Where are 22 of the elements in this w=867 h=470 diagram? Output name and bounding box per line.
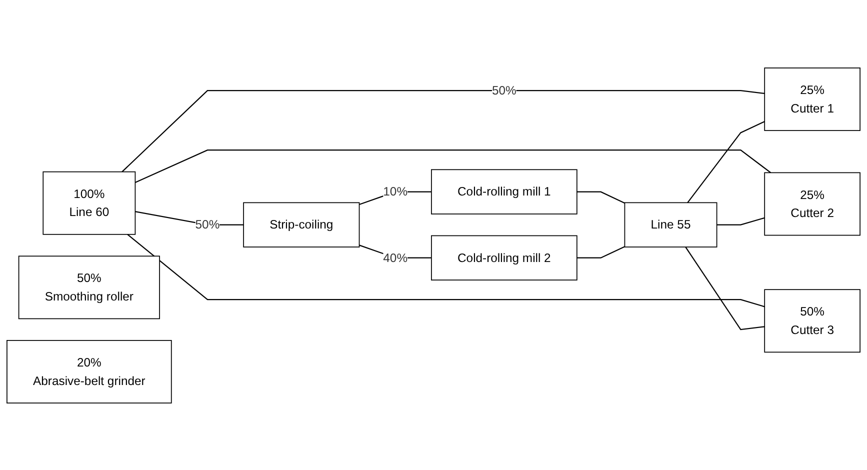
node-box: Line 55 xyxy=(624,202,718,247)
connector xyxy=(134,149,772,182)
connector xyxy=(576,190,625,204)
connector xyxy=(685,246,765,330)
connector xyxy=(716,216,765,225)
connector xyxy=(122,90,765,172)
node-box: 50% Cutter 3 xyxy=(764,288,860,352)
node-box: 25% Cutter 2 xyxy=(764,172,860,236)
edge-label: 10% xyxy=(383,184,408,198)
connector xyxy=(687,120,765,203)
node-box: Strip-coiling xyxy=(243,202,360,247)
edge-label: 50% xyxy=(492,82,516,97)
node-box: Cold-rolling mill 2 xyxy=(431,234,578,280)
connector xyxy=(576,246,625,258)
node-box: 25% Cutter 1 xyxy=(764,67,860,130)
node-box: 20% Abrasive-belt grinder xyxy=(6,340,172,403)
node-box: 100% Line 60 xyxy=(42,170,136,234)
node-box: 50% Smoothing roller xyxy=(18,255,160,319)
edge-label: 50% xyxy=(195,216,220,231)
node-box: Cold-rolling mill 1 xyxy=(431,168,578,214)
connector xyxy=(127,233,765,307)
edge-label: 40% xyxy=(383,250,408,264)
